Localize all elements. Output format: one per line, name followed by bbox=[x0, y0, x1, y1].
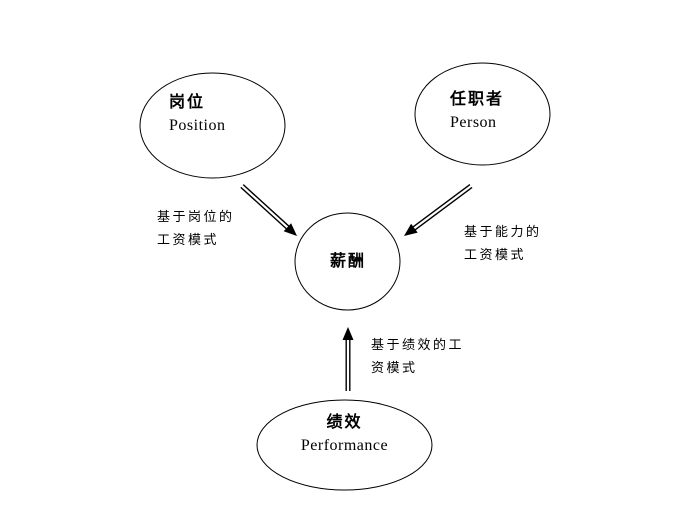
node-salary-label-zh: 薪酬 bbox=[330, 253, 367, 270]
edge-label-performance-based: 基于绩效的工 资模式 bbox=[371, 333, 464, 379]
node-position: 岗位 Position bbox=[169, 91, 225, 137]
node-salary: 薪酬 bbox=[330, 250, 366, 273]
arrow-person-to-salary-icon bbox=[404, 183, 473, 236]
edge-label-performance-based-line1: 基于绩效的工 bbox=[371, 337, 465, 352]
edge-label-performance-based-line2: 资模式 bbox=[371, 360, 418, 375]
node-performance-label-en: Performance bbox=[300, 437, 389, 454]
edge-label-ability-based-line1: 基于能力的 bbox=[464, 224, 542, 239]
edge-label-position-based: 基于岗位的 工资模式 bbox=[157, 205, 235, 251]
performance-ellipse bbox=[256, 399, 433, 491]
node-person-label-zh: 任职者 bbox=[450, 91, 505, 108]
node-position-label-zh: 岗位 bbox=[169, 94, 206, 111]
edge-label-position-based-line1: 基于岗位的 bbox=[157, 209, 235, 224]
edge-label-ability-based-line2: 工资模式 bbox=[464, 247, 527, 262]
edge-label-ability-based: 基于能力的 工资模式 bbox=[464, 220, 542, 266]
node-performance-label-zh: 绩效 bbox=[326, 414, 363, 431]
person-ellipse bbox=[414, 62, 551, 166]
arrow-performance-to-salary-icon bbox=[342, 327, 354, 393]
node-performance: 绩效 Performance bbox=[257, 411, 432, 457]
edge-label-position-based-line2: 工资模式 bbox=[157, 232, 220, 247]
node-person: 任职者 Person bbox=[450, 88, 504, 134]
position-ellipse bbox=[139, 72, 286, 179]
arrow-position-to-salary-icon bbox=[240, 184, 297, 236]
node-position-label-en: Position bbox=[169, 117, 226, 134]
node-person-label-en: Person bbox=[450, 114, 497, 131]
salary-ellipse bbox=[294, 212, 401, 311]
